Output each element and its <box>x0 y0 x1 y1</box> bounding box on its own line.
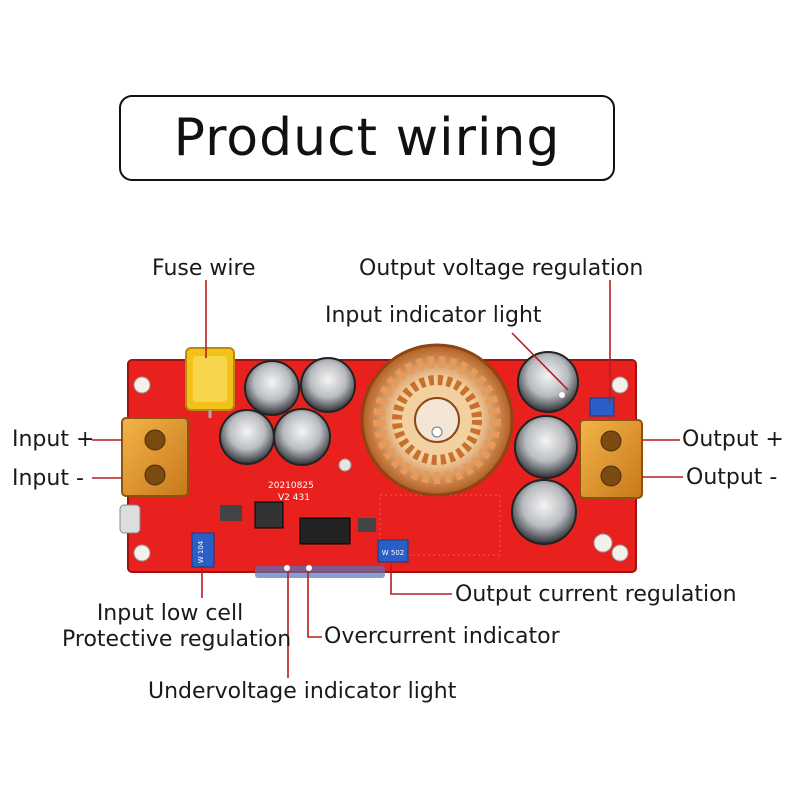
mount-hole <box>133 544 151 562</box>
label-fuse-wire: Fuse wire <box>152 256 256 281</box>
heatsink-edge <box>255 566 385 578</box>
label-overcurrent-indicator: Overcurrent indicator <box>324 624 560 649</box>
pot-left-label: W 104 <box>197 540 205 563</box>
mount-hole <box>133 376 151 394</box>
fuse-component <box>185 347 235 418</box>
label-output-plus: Output + <box>682 427 784 452</box>
leader-input-indicator <box>511 332 569 391</box>
label-input-indicator-light: Input indicator light <box>325 303 542 328</box>
label-input-minus: Input - <box>12 466 84 491</box>
label-input-low-cell-line1: Input low cell <box>96 601 244 626</box>
pot-left: W 104 <box>191 532 215 568</box>
label-input-low-cell-line2: Protective regulation <box>62 627 292 652</box>
label-input-plus: Input + <box>12 427 95 452</box>
title-box: Product wiring <box>119 95 615 181</box>
side-connector <box>119 504 141 534</box>
output-capacitors <box>511 351 579 545</box>
smd-part <box>220 505 242 521</box>
board-version: V2 431 <box>278 493 310 503</box>
label-input-low-cell: Input low cell Protective regulation <box>62 601 292 652</box>
label-output-current-regulation: Output current regulation <box>455 582 737 607</box>
toroid-coil <box>360 343 514 497</box>
label-output-voltage-regulation: Output voltage regulation <box>359 256 644 281</box>
mount-hole <box>593 533 613 553</box>
input-indicator-led <box>559 392 565 398</box>
output-terminal <box>579 419 643 499</box>
pot-right: W 502 <box>377 539 409 563</box>
leader-overcurrent <box>307 571 322 638</box>
mount-hole <box>611 544 629 562</box>
leader-output-current <box>390 562 452 595</box>
ic-inductor <box>254 501 284 529</box>
ic-chips <box>220 501 376 545</box>
label-undervoltage-indicator-light: Undervoltage indicator light <box>148 679 457 704</box>
page-title: Product wiring <box>173 108 561 168</box>
input-terminal <box>121 417 189 497</box>
board-date-code: 20210825 <box>268 481 314 491</box>
leader-lines <box>92 280 683 678</box>
smd-part <box>358 518 376 532</box>
ic-main <box>299 517 351 545</box>
pot-output-voltage <box>589 397 615 417</box>
pot-right-label: W 502 <box>382 549 405 557</box>
mount-hole <box>611 376 629 394</box>
undervoltage-led <box>284 565 290 571</box>
input-capacitors <box>219 357 356 466</box>
label-output-minus: Output - <box>686 465 778 490</box>
overcurrent-led <box>306 565 312 571</box>
screw <box>338 458 352 472</box>
